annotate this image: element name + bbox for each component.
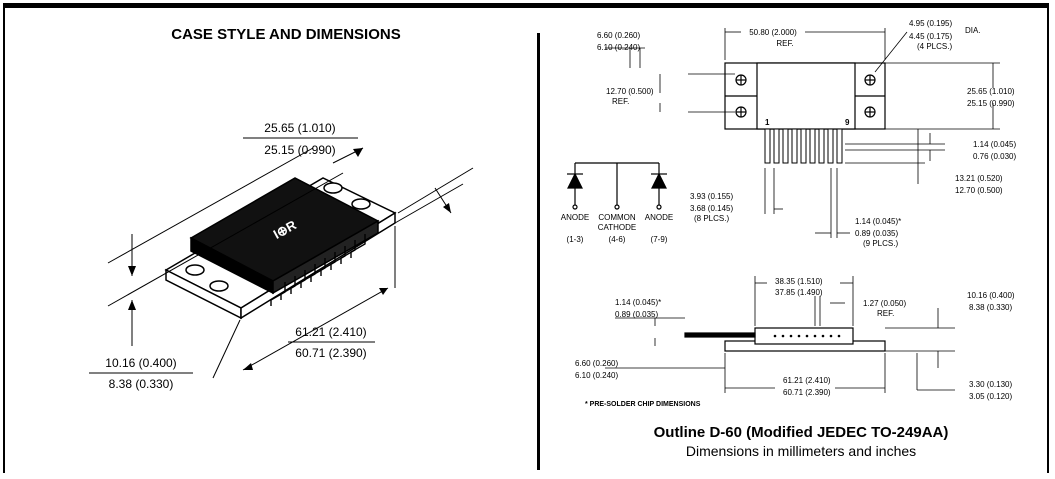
top-view [724, 62, 886, 130]
lead [836, 128, 843, 164]
schematic-anode-right: ANODE [645, 213, 673, 222]
caption-title: Outline D-60 (Modified JEDEC TO-249AA) [654, 424, 949, 441]
dim-width-bottom: 25.15 (0.990) [967, 99, 1015, 108]
top-dimension-lines [605, 28, 1000, 238]
dim-body-bottom: REF. [776, 39, 793, 48]
dim-width-top: 25.65 (1.010) [967, 87, 1015, 96]
lead [290, 270, 306, 294]
lead [764, 128, 771, 164]
side-body-len-top: 38.35 (1.510) [775, 277, 823, 286]
lead [320, 252, 336, 276]
side-offset-bottom: REF. [877, 309, 894, 318]
lead [782, 128, 789, 164]
side-base-top: 3.30 (0.130) [969, 380, 1012, 389]
package-3d [164, 177, 397, 320]
schematic-common-1: COMMON [598, 213, 636, 222]
dim-height-bottom: 8.38 (0.330) [109, 377, 174, 391]
dim-lead-length-bottom: 12.70 (0.500) [955, 186, 1003, 195]
diode-left [567, 172, 583, 189]
lead [791, 128, 798, 164]
dim-flange-top: 6.60 (0.260) [597, 31, 640, 40]
case-style-title: CASE STYLE AND DIMENSIONS [171, 26, 400, 43]
side-height-top: 10.16 (0.400) [967, 291, 1015, 300]
footnote: * PRE-SOLDER CHIP DIMENSIONS [585, 401, 701, 408]
dim-length-top: 61.21 (2.410) [295, 325, 366, 339]
panel-divider [537, 33, 540, 470]
caption-subtitle: Dimensions in millimeters and inches [686, 443, 916, 459]
side-flange-bottom: 6.10 (0.240) [575, 371, 618, 380]
schematic-common-2: CATHODE [598, 223, 637, 232]
dim-hole-bottom: 4.45 (0.175) [909, 32, 952, 41]
mounting-hole [209, 280, 229, 292]
pin-first-label: 1 [765, 118, 770, 127]
dim-lead-width-top: 1.14 (0.045)* [855, 217, 901, 226]
dim-hole-note: (4 PLCS.) [917, 42, 952, 51]
lead [827, 128, 834, 164]
side-height-bottom: 8.38 (0.330) [969, 303, 1012, 312]
lead [310, 258, 326, 282]
lead [800, 128, 807, 164]
top-view-leads [764, 128, 843, 164]
package-leads [270, 234, 366, 306]
package-body-front [272, 219, 379, 295]
dim-lead-length-top: 13.21 (0.520) [955, 174, 1003, 183]
lead [340, 240, 356, 264]
dim-lead-width-bottom: 0.89 (0.035) [855, 229, 898, 238]
side-flange-top: 6.60 (0.260) [575, 359, 618, 368]
dim-hole-top: 4.95 (0.195) [909, 19, 952, 28]
schematic-anode-right-pins: (7-9) [651, 235, 668, 244]
side-lead-top: 1.14 (0.045)* [615, 298, 661, 307]
dim-lead-width-note: (9 PLCS.) [863, 239, 898, 248]
mounting-hole [185, 264, 205, 276]
side-lead [684, 332, 756, 338]
dim-flange-bottom: 6.10 (0.240) [597, 43, 640, 52]
page-frame [3, 3, 1049, 473]
schematic-anode-left-pins: (1-3) [567, 235, 584, 244]
side-dimension-lines [605, 276, 955, 393]
dimension-arrows [128, 148, 451, 370]
mounting-hole [323, 182, 343, 194]
side-offset-top: 1.27 (0.050) [863, 299, 906, 308]
dim-pitch-note: (8 PLCS.) [694, 214, 729, 223]
outline-drawing: 1 9 6.60 (0.260) 6.10 (0.240) 50.80 (2.0… [561, 19, 1017, 459]
case-style-drawing: CASE STYLE AND DIMENSIONS I⊕R [89, 26, 474, 391]
side-view [684, 327, 886, 352]
pin-last-label: 9 [845, 118, 850, 127]
lead [809, 128, 816, 164]
side-body-len-bottom: 37.85 (1.490) [775, 288, 823, 297]
dim-spacing-top: 12.70 (0.500) [606, 87, 654, 96]
lead [350, 234, 366, 258]
side-total-bottom: 60.71 (2.390) [783, 388, 831, 397]
side-pin-dots [773, 334, 841, 338]
diode-right [651, 172, 667, 189]
lead [270, 282, 286, 306]
dim-lead-thickness-bottom: 0.76 (0.030) [973, 152, 1016, 161]
side-lead-bottom: 0.89 (0.035) [615, 310, 658, 319]
lead [300, 264, 316, 288]
lead [280, 276, 296, 300]
dim-pitch-bottom: 3.68 (0.145) [690, 204, 733, 213]
dim-hole-suffix: DIA. [965, 26, 981, 35]
dim-lead-thickness-top: 1.14 (0.045) [973, 140, 1016, 149]
diode-schematic [567, 162, 667, 210]
mounting-hole [351, 198, 371, 210]
dim-height-top: 10.16 (0.400) [105, 356, 176, 370]
schematic-common-pins: (4-6) [609, 235, 626, 244]
top-body [756, 62, 856, 130]
dim-width-bottom: 25.15 (0.990) [264, 143, 335, 157]
lead [773, 128, 780, 164]
lead [818, 128, 825, 164]
dimension-lines [89, 137, 474, 379]
dim-length-bottom: 60.71 (2.390) [295, 346, 366, 360]
dim-spacing-bottom: REF. [612, 97, 629, 106]
lead [330, 246, 346, 270]
schematic-anode-left: ANODE [561, 213, 589, 222]
side-base-bottom: 3.05 (0.120) [969, 392, 1012, 401]
dim-body-top: 50.80 (2.000) [749, 28, 797, 37]
dim-pitch-top: 3.93 (0.155) [690, 192, 733, 201]
side-total-top: 61.21 (2.410) [783, 376, 831, 385]
dim-width-top: 25.65 (1.010) [264, 121, 335, 135]
